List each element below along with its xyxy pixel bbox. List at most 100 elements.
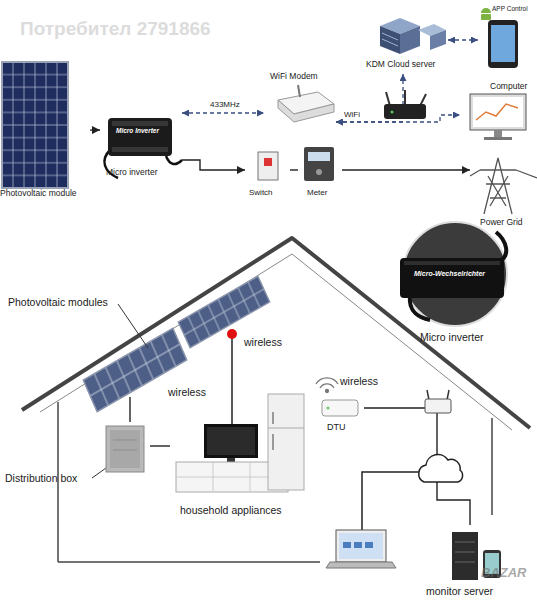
leader-line <box>92 304 148 478</box>
pylon-art <box>470 170 537 178</box>
wireless-link <box>182 112 264 113</box>
wifi-symbol <box>316 378 338 384</box>
pv-panel-art <box>2 62 68 188</box>
node-text: Switch <box>249 188 273 197</box>
note-label: wireless <box>244 336 282 348</box>
android-icon <box>481 8 491 20</box>
android-icon <box>481 8 491 13</box>
pv-module-node: Photovoltaic module <box>0 58 90 203</box>
router-art <box>386 92 390 106</box>
computer-art <box>484 137 512 140</box>
network-wire <box>362 472 425 530</box>
wire-connector <box>150 445 170 446</box>
laptop-art <box>336 530 386 562</box>
meter-art <box>316 169 322 175</box>
node-text: Photovoltaic module <box>0 189 77 199</box>
edge-label: WiFi <box>344 110 360 119</box>
appliance-art <box>207 427 255 455</box>
router-art <box>384 90 426 119</box>
distribution-box-art <box>113 450 137 451</box>
laptop-art <box>343 542 351 548</box>
switch-art <box>258 152 278 180</box>
router-art <box>404 90 406 106</box>
cloud-symbol <box>419 454 463 482</box>
computer-art <box>476 104 518 120</box>
node-text: Photovoltaic modules <box>8 296 108 308</box>
computer-art <box>473 97 523 127</box>
roof-panels <box>83 328 187 412</box>
appliance-art <box>272 434 274 450</box>
micro-inverter-art <box>166 156 182 164</box>
leader-line <box>92 468 106 478</box>
laptop-art <box>354 542 362 548</box>
switch-node: Switch <box>245 150 290 200</box>
app-control-node: APP Control <box>478 2 537 72</box>
wire-connector <box>90 129 100 131</box>
router-art <box>391 111 394 114</box>
dtu-art <box>322 400 358 416</box>
server-art <box>452 532 478 580</box>
computer-art <box>494 130 502 137</box>
micro-inverter-art <box>112 121 168 126</box>
cloud-server-art <box>400 26 420 54</box>
distribution-box-art <box>106 426 144 472</box>
laptop-art <box>326 530 396 568</box>
phone-art <box>491 25 515 62</box>
node-text: Micro-Wechselrichter <box>414 270 485 278</box>
computer-art <box>470 94 526 140</box>
wire-connector <box>182 160 245 170</box>
appliance-art <box>213 462 214 492</box>
node-text: Micro inverter <box>106 168 157 178</box>
inset-photo <box>496 232 506 262</box>
appliance-art <box>227 458 235 462</box>
monitor-server-node: monitor server <box>418 525 523 597</box>
cloud-server-art <box>430 30 446 50</box>
computer-node: Computer <box>460 82 537 144</box>
note-label: Потребител 2791866 <box>20 18 211 40</box>
wifi-modem-art <box>298 85 300 97</box>
wifi-symbol <box>326 390 329 393</box>
edge-label: 433MHz <box>210 100 240 109</box>
inverter-location-dot <box>227 329 237 339</box>
wire-connector <box>129 397 130 422</box>
house-outline <box>22 238 530 562</box>
appliance-art <box>272 412 274 424</box>
micro-inverter-art <box>104 118 182 178</box>
switch-art <box>258 152 278 180</box>
cloud-server-art <box>382 33 398 40</box>
inverter-location-dot <box>227 329 237 339</box>
distribution-box-art <box>113 440 137 441</box>
appliance-art <box>176 394 304 492</box>
appliances-node: household appliances <box>170 392 310 520</box>
wifi-modem-art <box>278 85 334 122</box>
node-text: Distribution box <box>5 472 77 484</box>
phone-art <box>488 20 518 68</box>
node-text: Computer <box>490 82 527 92</box>
inset-photo <box>410 296 430 320</box>
house-wire <box>231 334 233 424</box>
phone-art <box>488 20 518 68</box>
leader-line <box>118 304 148 348</box>
node-text: KDM Cloud server <box>366 60 435 70</box>
dtu-art <box>322 400 358 416</box>
note-label: wireless <box>340 375 378 387</box>
power-grid-node: Power Grid <box>470 148 537 232</box>
wifi-modem-art <box>278 100 334 122</box>
micro-inverter-art <box>112 147 168 152</box>
appliance-art <box>268 428 304 429</box>
computer-art <box>470 94 526 130</box>
note-label: wireless <box>168 386 206 398</box>
note-label: BAZAR <box>481 566 527 581</box>
server-art <box>455 542 475 543</box>
meter-art <box>304 147 334 181</box>
pv-modules-node: Photovoltaic modules <box>8 282 258 397</box>
appliance-art <box>250 462 251 492</box>
node-text: Meter <box>307 188 327 197</box>
node-text: DTU <box>327 422 346 432</box>
node-text: APP Control <box>492 5 528 12</box>
node-text: Micro inverter <box>420 331 484 343</box>
pylon-art <box>488 176 508 206</box>
distribution-box-art <box>106 426 144 472</box>
dtu-node: DTU <box>316 392 364 436</box>
micro-inverter-art <box>108 118 172 156</box>
